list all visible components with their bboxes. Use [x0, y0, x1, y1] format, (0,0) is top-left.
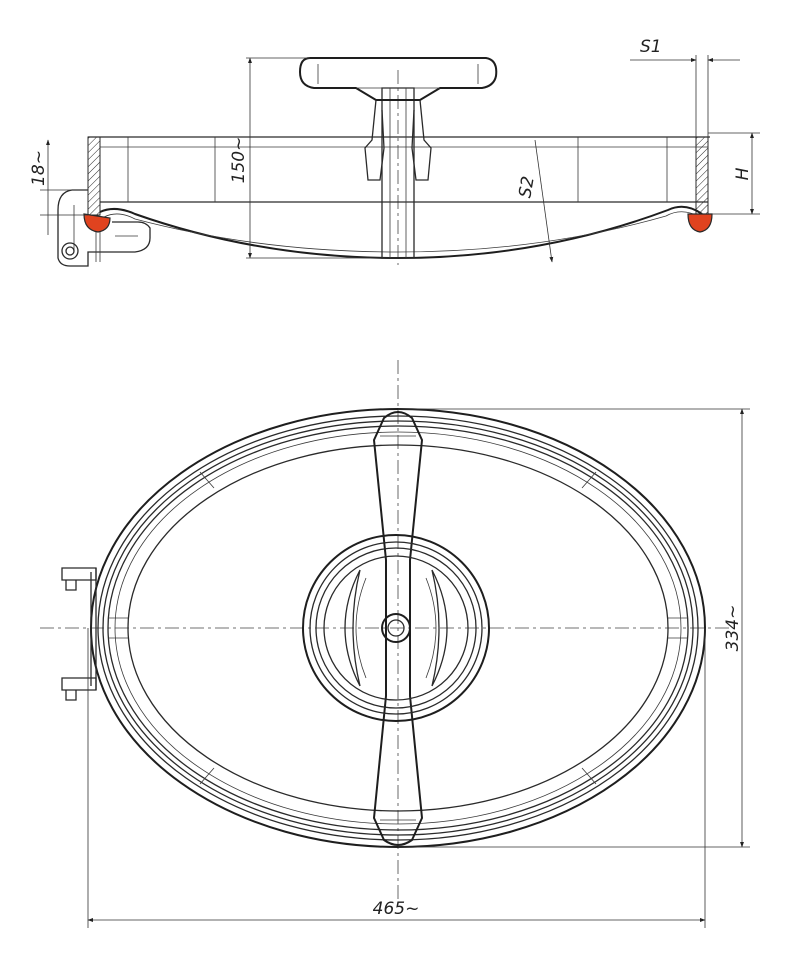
dim-s2-label: S2 [515, 175, 538, 200]
gasket-right [687, 213, 713, 233]
lid-rim-inner [114, 431, 682, 825]
hinge-lugs [61, 567, 97, 701]
boss-lobe-right [431, 569, 448, 687]
frame-wall-right [695, 136, 709, 216]
clamp-legs [364, 99, 432, 181]
hinge-bracket [57, 189, 151, 267]
boss-ring-2 [309, 541, 483, 715]
hinge-bracket-inner [73, 205, 138, 262]
rim-ticks [108, 471, 688, 785]
lid-panel [127, 444, 669, 812]
dim-150-label: 150~ [229, 137, 249, 184]
dim-334-label: 334~ [723, 605, 743, 652]
boss-ring-4 [323, 555, 469, 701]
boss-outer-ring [302, 534, 490, 722]
side-section-view: 18~ 150~ S1 S2 H [29, 37, 760, 267]
handle-cross-bar-inner [380, 435, 416, 821]
boss-lobe-left [344, 569, 361, 687]
frame-rim-3 [102, 420, 694, 836]
boss-ring-3 [315, 547, 477, 709]
frame-rim-2 [97, 415, 699, 841]
dim-18-label: 18~ [29, 150, 49, 186]
dished-lid [99, 205, 703, 260]
center-hub-outer [381, 613, 411, 643]
dim-s2-line [534, 139, 554, 263]
lid-rim-outer [107, 425, 689, 831]
dim-s1-label: S1 [640, 37, 662, 57]
frame-wall-left [87, 136, 101, 216]
handle-bar-inner [317, 64, 479, 89]
handle-cross-bar [372, 411, 424, 846]
dim-h-label: H [733, 167, 753, 180]
dished-lid-inner [103, 211, 701, 253]
hinge-pin-inner [65, 246, 75, 256]
top-plan-view: 334~ 465~ [40, 360, 750, 928]
center-hub-inner [387, 619, 405, 637]
gasket-left [83, 213, 111, 233]
hinge-pin-outer [61, 242, 79, 260]
dim-465-label: 465~ [373, 899, 420, 919]
boss-lobe-contours [355, 577, 437, 679]
